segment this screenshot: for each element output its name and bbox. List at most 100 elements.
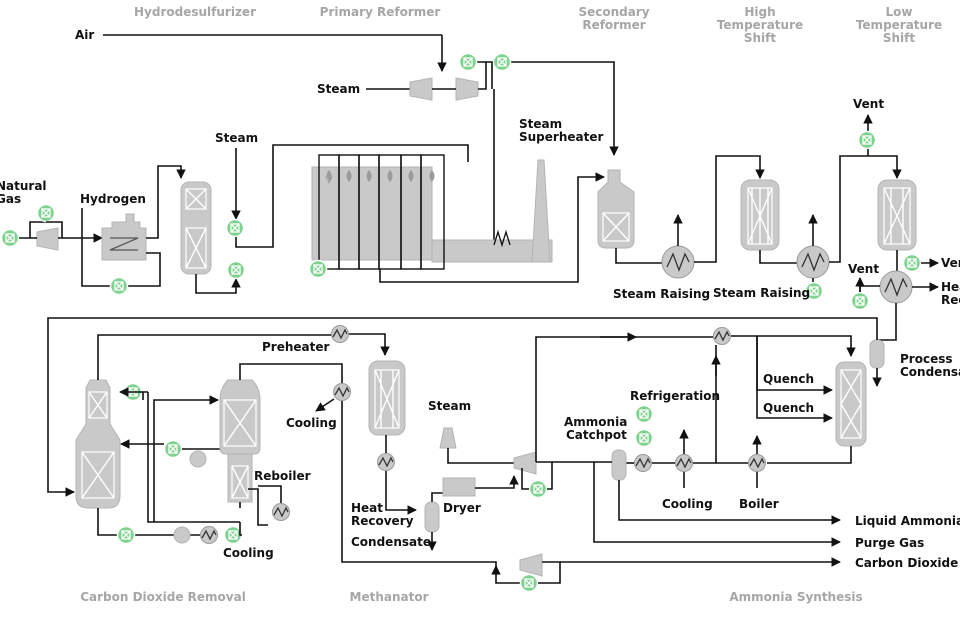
section-co2-removal: Carbon Dioxide Removal (80, 590, 246, 604)
label-steam-raising-2: Steam Raising (713, 286, 810, 300)
section-hydrodesulfurizer: Hydrodesulfurizer (134, 5, 256, 19)
syngas-compressor (513, 451, 537, 475)
label-hydrogen: Hydrogen (80, 192, 146, 206)
label-preheater: Preheater (262, 340, 330, 354)
label-process-condensate-2: Condensate (900, 365, 960, 379)
label-heat-recovery-right-1: Heat (941, 280, 960, 294)
process-condensate-separator (869, 339, 885, 369)
valve-absorber-bottom[interactable] (116, 525, 136, 545)
label-natural-gas-1: Natural (0, 179, 47, 193)
reboiler-hx (271, 502, 291, 522)
valve-air-recycle-1[interactable] (458, 52, 478, 72)
refrigeration-hx (633, 453, 653, 473)
natural-gas-compressor (36, 227, 59, 251)
solution-pump-2 (173, 526, 191, 544)
steam-turbine (439, 427, 457, 449)
valve-ng-bypass[interactable] (36, 203, 56, 223)
section-low-temp-shift-1: Low (886, 5, 913, 19)
label-cooling-co2: Cooling (223, 546, 274, 560)
boiler-hx (747, 453, 767, 473)
shift-gas-to-absorber-line (47, 317, 878, 497)
section-secondary-reformer-1: Secondary (578, 5, 649, 19)
label-cooling-nh3: Cooling (662, 497, 713, 511)
section-secondary-reformer-2: Reformer (582, 18, 645, 32)
label-process-condensate-1: Process (900, 352, 953, 366)
secondary-reformer (597, 169, 635, 249)
steam-raising-hx-2 (796, 245, 830, 279)
section-high-temp-shift-3: Shift (744, 31, 777, 45)
label-purge-gas: Purge Gas (855, 536, 924, 550)
label-reboiler: Reboiler (254, 469, 311, 483)
label-steam-top: Steam (317, 82, 360, 96)
solution-pump-1 (189, 450, 207, 468)
valve-reformer-fuel[interactable] (308, 259, 328, 279)
co2-stripper (219, 379, 261, 455)
label-condensate: Condensate (351, 535, 431, 549)
label-cooling-meth: Cooling (286, 416, 337, 430)
label-steam-raising-1: Steam Raising (613, 287, 710, 301)
co2-absorber (75, 379, 121, 509)
valve-vent-top[interactable] (857, 130, 877, 150)
label-steam-superheater-2: Superheater (519, 130, 603, 144)
label-carbon-dioxide: Carbon Dioxide (855, 556, 958, 570)
cooling-hx-synthesis (674, 453, 694, 473)
label-liquid-ammonia: Liquid Ammonia (855, 514, 960, 528)
valve-refrigeration-2[interactable] (634, 428, 654, 448)
steam-raising-hx-1 (661, 245, 695, 279)
label-vent-right: Vent (941, 256, 960, 270)
label-vent-top: Vent (853, 97, 884, 111)
label-ammonia-catchpot-2: Catchpot (566, 428, 627, 442)
valve-natural-gas[interactable] (0, 228, 20, 248)
heat-recovery-hx-meth (376, 452, 396, 472)
preheater-hx-synthesis (712, 326, 732, 346)
label-vent-mid: Vent (848, 262, 879, 276)
label-steam-superheater-1: Steam (519, 117, 562, 131)
burner-flames (325, 170, 435, 184)
section-high-temp-shift-2: Temperature (717, 18, 803, 32)
feed-preheater (101, 213, 147, 261)
label-refrigeration: Refrigeration (630, 389, 720, 403)
valve-refrigeration-1[interactable] (634, 404, 654, 424)
valve-air-recycle-2[interactable] (492, 52, 512, 72)
label-steam-meth: Steam (428, 399, 471, 413)
section-primary-reformer: Primary Reformer (320, 5, 441, 19)
valve-vent-mid[interactable] (850, 291, 870, 311)
steam-compressor (455, 77, 479, 101)
hds-to-reformer-line (235, 144, 469, 248)
label-quench-2: Quench (763, 401, 814, 415)
valve-stripper-bottom[interactable] (223, 525, 243, 545)
label-natural-gas-2: Gas (0, 192, 21, 206)
cooling-hx-meth (332, 382, 352, 402)
label-ammonia-catchpot-1: Ammonia (564, 415, 627, 429)
section-ammonia-synthesis: Ammonia Synthesis (729, 590, 862, 604)
label-heat-recovery-right-2: Recovery (941, 293, 960, 307)
valve-hds-bypass[interactable] (109, 276, 129, 296)
co2-compressor (519, 553, 543, 577)
section-methanator: Methanator (350, 590, 429, 604)
reformer-stack (531, 159, 551, 263)
label-air: Air (75, 28, 94, 42)
reformer-tubes (318, 154, 445, 270)
valve-vent-right[interactable] (902, 253, 922, 273)
label-heat-recovery-meth-2: Recovery (351, 514, 414, 528)
valve-co2-compressor[interactable] (519, 573, 539, 593)
label-boiler: Boiler (739, 497, 779, 511)
section-low-temp-shift-3: Shift (883, 31, 916, 45)
preheater-hx-top (330, 324, 350, 344)
section-low-temp-shift-2: Temperature (856, 18, 942, 32)
reformer-outlet-line (379, 172, 605, 283)
ammonia-catchpot (611, 449, 627, 481)
methanator-separator (424, 501, 440, 533)
air-to-secondary-line (492, 61, 619, 156)
heat-recovery-hx (879, 270, 913, 304)
dryer (442, 477, 476, 497)
superheater-coil (493, 229, 511, 248)
valve-hds-steam[interactable] (225, 218, 245, 238)
valve-syngas-recycle[interactable] (528, 479, 548, 499)
label-steam-hds: Steam (215, 131, 258, 145)
valve-hds-outlet[interactable] (226, 260, 246, 280)
valve-absorber-mid[interactable] (163, 439, 183, 459)
label-dryer: Dryer (443, 501, 481, 515)
air-compressor (409, 77, 433, 101)
